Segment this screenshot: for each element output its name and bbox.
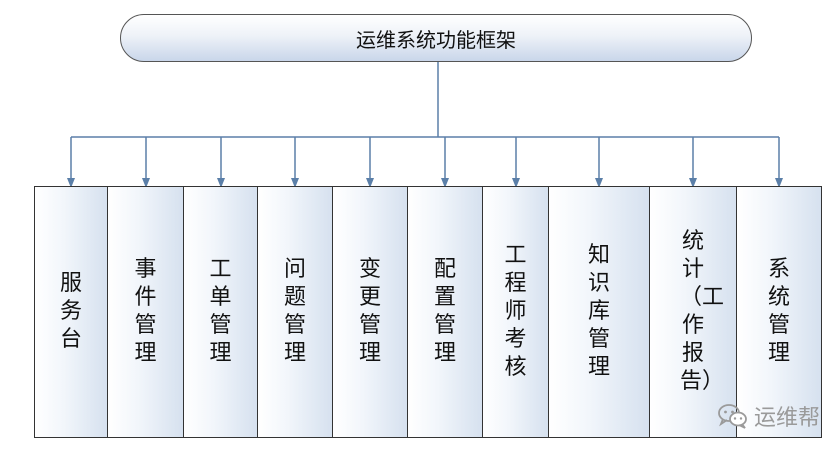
module-label-8: 知识库管理: [587, 243, 610, 380]
module-box-3: 工单管理: [183, 186, 258, 438]
module-label-10: 系统管理: [767, 257, 790, 366]
wechat-icon: [718, 404, 747, 429]
module-label-6: 配置管理: [433, 257, 456, 366]
module-box-2: 事件管理: [107, 186, 184, 438]
module-label-5: 变更管理: [358, 257, 381, 366]
watermark: 运维帮: [718, 400, 820, 432]
module-box-10: 系统管理: [736, 186, 822, 438]
title-box: 运维系统功能框架: [120, 14, 752, 62]
module-box-8: 知识库管理: [548, 186, 650, 438]
module-box-9: 统计（工作报告）: [649, 186, 737, 438]
module-label-1: 服务台: [59, 271, 82, 352]
module-box-6: 配置管理: [407, 186, 483, 438]
module-label-2: 事件管理: [134, 257, 157, 366]
module-box-1: 服务台: [34, 186, 108, 438]
title-text: 运维系统功能框架: [356, 27, 516, 52]
module-label-7: 工程师考核: [504, 243, 527, 380]
module-label-9: 统计（工作报告）: [680, 229, 725, 394]
module-label-3: 工单管理: [209, 257, 232, 366]
module-box-4: 问题管理: [257, 186, 333, 438]
module-box-7: 工程师考核: [482, 186, 549, 438]
module-label-4: 问题管理: [283, 257, 306, 366]
module-box-5: 变更管理: [332, 186, 408, 438]
watermark-text: 运维帮: [753, 406, 820, 431]
